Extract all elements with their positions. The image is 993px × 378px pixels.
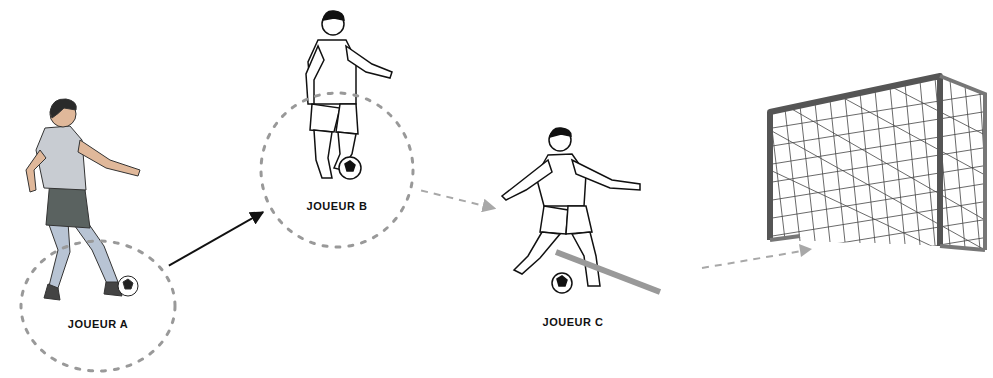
dashed-circle-outline: [21, 241, 175, 371]
player-c-figure: [502, 128, 640, 293]
dashed-circle: [250, 90, 424, 250]
player-label: JOUEUR B: [250, 200, 424, 212]
player-label: JOUEUR C: [495, 316, 651, 328]
player-a-figure: [26, 99, 140, 300]
goal: [760, 76, 993, 274]
player-node: JOUEUR C: [495, 120, 651, 335]
pass-arrow: [421, 190, 495, 208]
player-label: JOUEUR A: [10, 318, 186, 330]
dashed-circle-outline: [261, 93, 413, 247]
player-zone: JOUEUR A: [10, 238, 186, 374]
ground-bar: [556, 252, 660, 292]
dashed-circle: [10, 238, 186, 374]
shot-arrow: [702, 244, 812, 268]
pass-arrow: [169, 212, 263, 266]
player-zone: JOUEUR B: [250, 90, 424, 250]
